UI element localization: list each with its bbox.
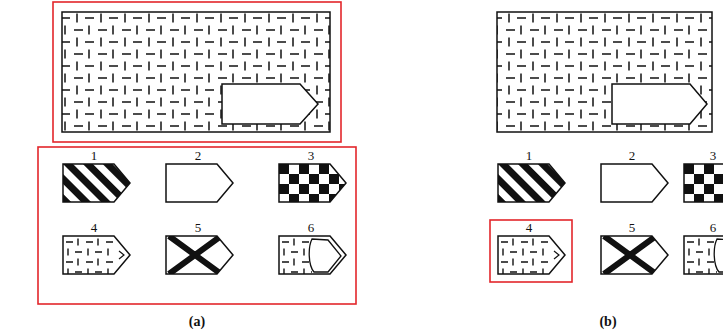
- option-piece: [278, 235, 346, 276]
- option-piece: [601, 236, 668, 274]
- textured-figure: [497, 12, 712, 132]
- option-number: 3: [710, 149, 717, 162]
- option-number: 1: [91, 149, 98, 162]
- missing-piece: [222, 84, 318, 124]
- option-number: 3: [308, 149, 315, 162]
- option-piece: [684, 164, 723, 202]
- missing-piece: [612, 84, 707, 124]
- textured-figure: [62, 12, 330, 132]
- option-piece: [601, 164, 668, 202]
- option-piece: [63, 164, 130, 202]
- option-number: 4: [526, 221, 533, 234]
- highlight-box: [490, 220, 572, 282]
- option-number: 5: [195, 221, 202, 234]
- option-number: 6: [308, 221, 315, 234]
- option-number: 6: [710, 221, 717, 234]
- option-piece: [166, 164, 233, 202]
- option-piece: [683, 235, 723, 276]
- option-number: 2: [195, 149, 202, 162]
- option-number: 2: [629, 149, 636, 162]
- option-piece: [62, 235, 130, 276]
- option-piece: [498, 164, 565, 202]
- option-number: 5: [629, 221, 636, 234]
- panel-label: (a): [189, 315, 205, 329]
- panel-label: (b): [599, 315, 616, 329]
- option-piece: [166, 236, 233, 274]
- option-number: 1: [526, 149, 533, 162]
- option-piece: [497, 235, 565, 276]
- option-piece: [279, 164, 346, 202]
- highlight-box: [53, 2, 341, 142]
- option-number: 4: [91, 221, 98, 234]
- highlight-box: [38, 147, 356, 304]
